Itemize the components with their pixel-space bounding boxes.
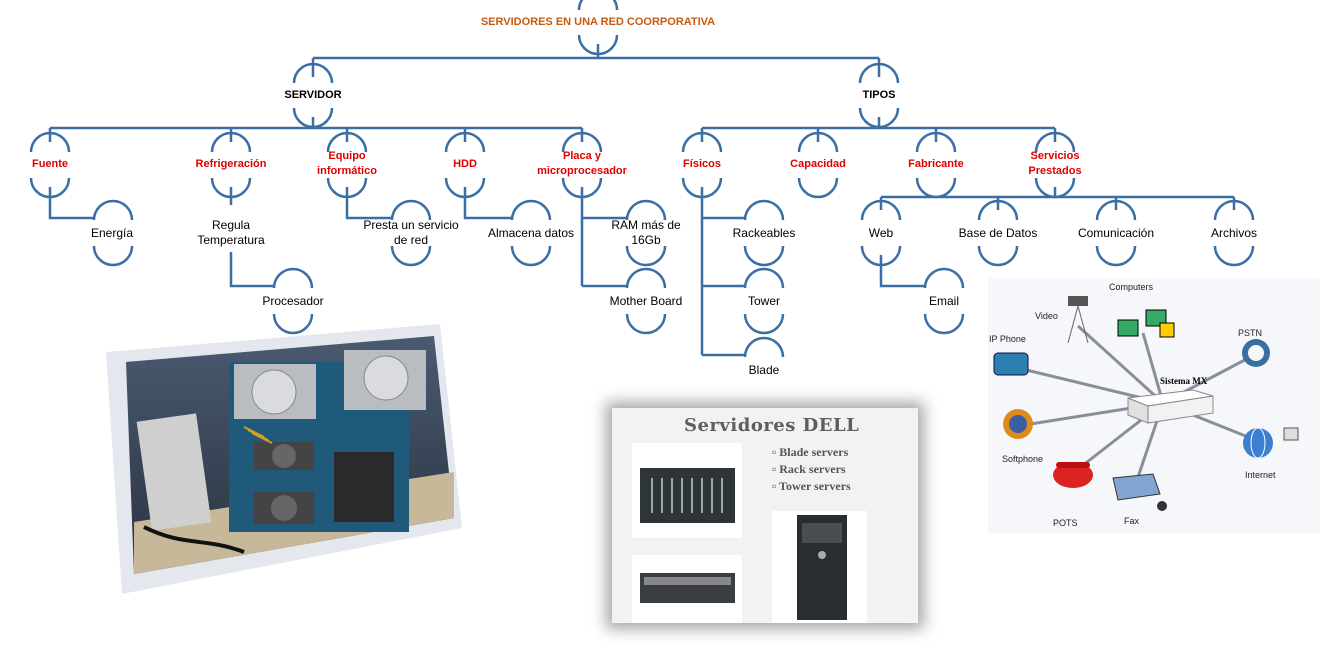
leaf-mother-board: Mother Board (609, 294, 683, 308)
dell-server-images (632, 443, 867, 623)
network-lines (993, 296, 1299, 511)
internet-label: Internet (1245, 470, 1276, 480)
computers-label: Computers (1109, 282, 1154, 292)
leaf-rackeables: Rackeables (732, 226, 796, 240)
dell-slide-title: Servidores DELL (684, 415, 860, 436)
leaf-blade: Blade (748, 363, 780, 377)
category-capacidad: Capacidad (790, 158, 846, 170)
branch-tipos: TIPOS (862, 89, 896, 101)
video-camera-icon (1067, 296, 1089, 344)
pots-phone-icon (1053, 462, 1093, 488)
sistema-mx-label: Sistema MX (1160, 376, 1208, 386)
video-label: Video (1035, 311, 1058, 321)
dell-server-list: ▫ Blade servers ▫ Rack servers ▫ Tower s… (772, 444, 851, 495)
category-servicios-prestados: Servicios Prestados (1028, 150, 1082, 177)
root-title: SERVIDORES EN UNA RED COORPORATIVA (480, 16, 716, 28)
category-fabricante: Fabricante (908, 158, 964, 170)
leaf-web: Web (868, 226, 894, 240)
leaf-energia: Energía (90, 226, 134, 240)
leaf-comunicacion: Comunicación (1077, 226, 1155, 240)
internet-globe-icon (1243, 427, 1299, 459)
category-fisicos: Físicos (683, 158, 721, 170)
branch-servidor: SERVIDOR (284, 89, 342, 101)
dell-item: ▫ Tower servers (772, 479, 851, 493)
server-hardware-photo (106, 324, 462, 594)
pstn-label: PSTN (1238, 328, 1263, 338)
leaf-base-de-datos: Base de Datos (958, 226, 1038, 240)
pots-label: POTS (1053, 518, 1078, 528)
leaf-archivos: Archivos (1210, 226, 1257, 240)
dell-servers-slide: Servidores DELL ▫ Blade servers ▫ Rack s… (612, 408, 918, 623)
network-diagram: Sistema MX Computers Video IP Phone PSTN… (988, 278, 1320, 533)
ip-phone-icon (993, 352, 1029, 376)
dell-item: ▫ Rack servers (772, 462, 846, 476)
leaf-ram: RAM más de 16Gb (611, 218, 681, 247)
category-hdd: HDD (453, 158, 477, 170)
softphone-label: Softphone (1002, 454, 1044, 464)
ip-phone-label: IP Phone (989, 334, 1026, 344)
root-arc-top (577, 0, 619, 11)
leaf-almacena-datos: Almacena datos (487, 226, 575, 240)
leaf-tower: Tower (747, 294, 780, 308)
dell-item: ▫ Blade servers (772, 445, 849, 459)
pstn-icon (1242, 339, 1270, 367)
computers-icon (1117, 309, 1175, 338)
leaf-regula-temperatura: Regula Temperatura (197, 218, 265, 247)
category-placa-microprocesador: Placa y microprocesador (537, 150, 627, 177)
leaf-presta-servicio: Presta un servicio de red (363, 218, 459, 247)
fax-icon (1112, 473, 1167, 511)
sistema-mx-box-icon (1127, 389, 1214, 424)
fax-label: Fax (1124, 516, 1140, 526)
softphone-icon (1003, 409, 1033, 439)
leaf-email: Email (928, 294, 959, 308)
category-refrigeracion: Refrigeración (195, 158, 267, 170)
leaf-procesador: Procesador (262, 294, 324, 308)
category-equipo-informatico: Equipo informático (317, 150, 377, 177)
category-fuente: Fuente (31, 158, 69, 170)
